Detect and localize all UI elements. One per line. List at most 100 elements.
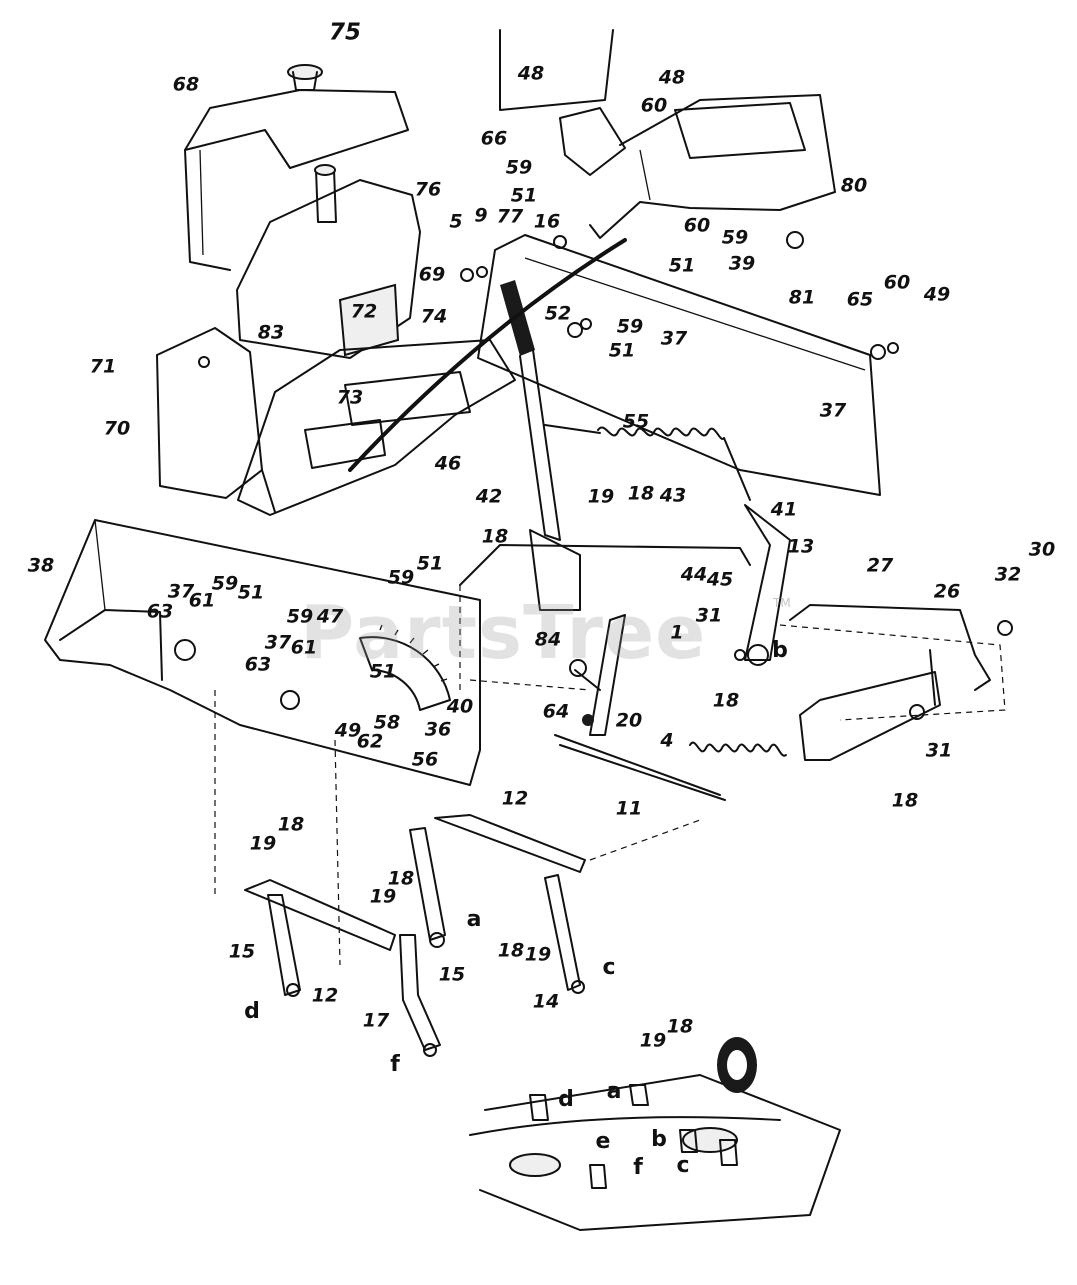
callout-60-mid: 60 — [683, 214, 711, 237]
deck-stay-27 — [779, 604, 1006, 721]
callout-74: 74 — [420, 305, 448, 328]
callout-72: 72 — [350, 300, 378, 323]
callout-55: 55 — [622, 410, 650, 433]
upper-seat-frame — [499, 29, 836, 239]
callout-42: 42 — [475, 485, 503, 508]
callout-30: 30 — [1028, 538, 1056, 561]
letter-b-deck: b — [651, 1127, 667, 1152]
mower-deck — [469, 1074, 841, 1231]
letter-a-link: a — [466, 907, 482, 932]
callout-62: 62 — [356, 730, 384, 753]
fuel-cap-75 — [287, 64, 323, 91]
callout-41: 41 — [770, 498, 798, 521]
callout-39: 39 — [728, 252, 756, 275]
callout-31-center: 31 — [695, 604, 723, 627]
callout-59-left: 59 — [211, 572, 239, 595]
callout-51-mid: 51 — [668, 254, 696, 277]
callout-70: 70 — [103, 417, 131, 440]
callout-65: 65 — [846, 288, 874, 311]
callout-31-rear: 31 — [925, 739, 953, 762]
callout-59-center: 59 — [616, 315, 644, 338]
callout-84: 84 — [534, 628, 562, 651]
callout-51-lower: 51 — [369, 660, 397, 683]
frame-support-46 — [237, 339, 516, 516]
cable-52 — [348, 238, 627, 472]
gauge-wheel — [717, 1037, 757, 1093]
callout-59-top: 59 — [505, 156, 533, 179]
callout-4: 4 — [660, 729, 674, 752]
callout-81: 81 — [788, 286, 816, 309]
callout-58: 58 — [373, 711, 401, 734]
callout-51-center: 51 — [608, 339, 636, 362]
callout-14: 14 — [532, 990, 560, 1013]
callout-61-lower: 61 — [290, 636, 318, 659]
letter-b-link: b — [772, 638, 788, 663]
callout-77: 77 — [496, 205, 524, 228]
callout-13: 13 — [787, 535, 815, 558]
letter-c-deck: c — [676, 1153, 690, 1178]
callout-48-top: 48 — [517, 62, 545, 85]
callout-18-link-right: 18 — [497, 939, 525, 962]
callout-63-lower: 63 — [244, 653, 272, 676]
callout-38: 38 — [27, 554, 55, 577]
callout-37-right: 37 — [819, 399, 847, 422]
deck-housing-38 — [44, 519, 481, 786]
link-14 — [544, 874, 581, 991]
callout-51-left: 51 — [237, 581, 265, 604]
callout-12-lower: 12 — [311, 984, 339, 1007]
callout-19-link-right: 19 — [524, 943, 552, 966]
callout-73: 73 — [336, 386, 364, 409]
callout-18-link-mid: 18 — [387, 867, 415, 890]
partstree-watermark: PartsTree — [300, 590, 707, 676]
callout-16: 16 — [533, 210, 561, 233]
callout-60-top: 60 — [640, 94, 668, 117]
callout-51-housing: 51 — [416, 552, 444, 575]
callout-15-right: 15 — [438, 963, 466, 986]
callout-76: 76 — [414, 178, 442, 201]
fuel-tank-76 — [236, 164, 421, 359]
fender-pan-39 — [477, 234, 881, 496]
callout-49-top: 49 — [923, 283, 951, 306]
link-15-right — [409, 827, 446, 941]
link-12-left — [214, 690, 396, 966]
callout-37-left: 37 — [167, 580, 195, 603]
callout-19-link-mid: 19 — [369, 885, 397, 908]
callout-64: 64 — [542, 700, 570, 723]
callout-18-left: 18 — [481, 525, 509, 548]
callout-46: 46 — [434, 452, 462, 475]
callout-15-left: 15 — [228, 940, 256, 963]
link-20 — [574, 614, 626, 736]
callout-32: 32 — [994, 563, 1022, 586]
callout-17: 17 — [362, 1009, 390, 1032]
callout-18-deck: 18 — [666, 1015, 694, 1038]
callout-37-lower: 37 — [264, 631, 292, 654]
callout-59-housing: 59 — [387, 566, 415, 589]
callout-12-upper: 12 — [501, 787, 529, 810]
letter-d-link: d — [244, 999, 260, 1024]
letter-f-link: f — [390, 1052, 400, 1077]
callout-26: 26 — [933, 580, 961, 603]
spring-55 — [544, 424, 751, 501]
callout-48-right: 48 — [658, 66, 686, 89]
callout-18-center: 18 — [627, 482, 655, 505]
callout-36: 36 — [424, 718, 452, 741]
callout-71: 71 — [89, 355, 117, 378]
letter-e-deck: e — [595, 1129, 611, 1154]
callout-19-deck: 19 — [639, 1029, 667, 1052]
callout-59-lower: 59 — [286, 605, 314, 628]
lift-arm-13 — [744, 504, 791, 666]
letter-c-link: c — [602, 955, 616, 980]
callout-83: 83 — [257, 321, 285, 344]
callout-18-rear: 18 — [891, 789, 919, 812]
callout-11: 11 — [615, 797, 643, 820]
link-17 — [399, 934, 441, 1051]
lift-quadrant-40 — [359, 624, 451, 711]
callout-51-top: 51 — [510, 184, 538, 207]
callout-19-center: 19 — [587, 485, 615, 508]
callout-1: 1 — [670, 621, 684, 644]
hardware-marks — [174, 231, 1013, 1057]
link-12-right — [434, 814, 701, 873]
callout-63-upper: 63 — [146, 600, 174, 623]
dash-cover-68 — [184, 89, 409, 271]
